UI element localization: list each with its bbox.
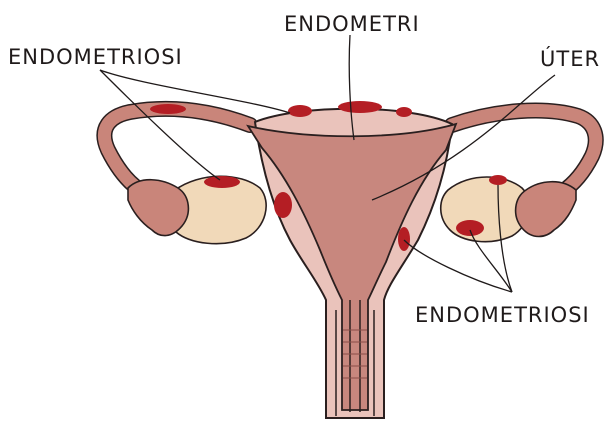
label-endometriosi-right: ENDOMETRIOSI xyxy=(415,303,590,327)
endometrium xyxy=(248,124,456,410)
label-uter: ÚTER xyxy=(540,46,600,71)
left-fimbriae xyxy=(128,180,188,236)
label-endometriosi-left: ENDOMETRIOSI xyxy=(8,45,183,69)
label-endometri: ENDOMETRI xyxy=(284,12,420,36)
